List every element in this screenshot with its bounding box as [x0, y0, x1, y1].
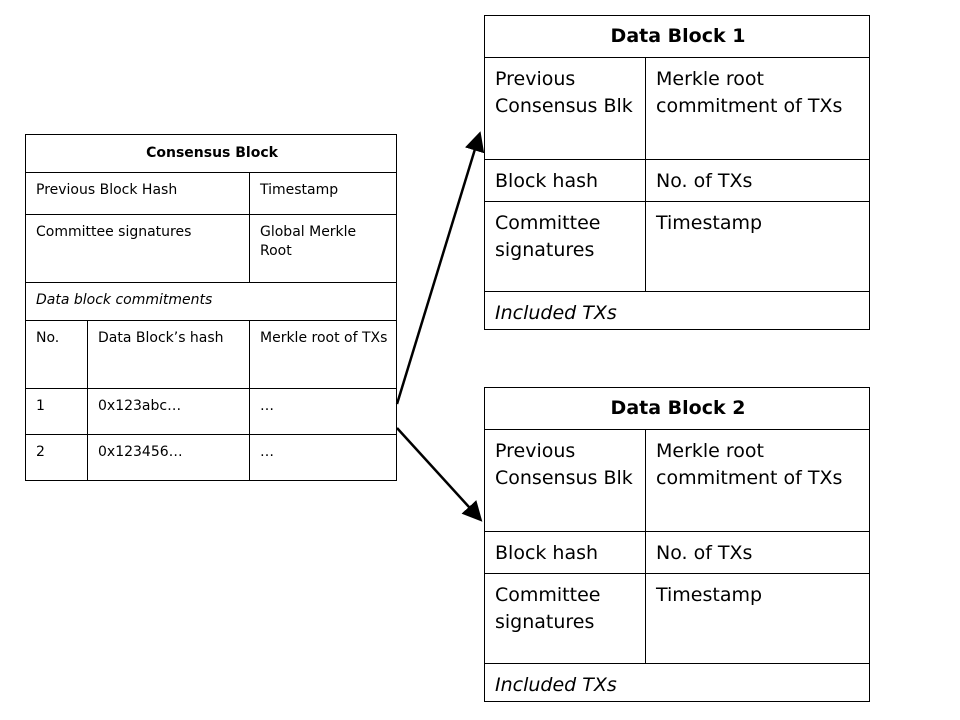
global-merkle-root-cell: Global Merkle Root [248, 214, 398, 283]
timestamp-cell: Timestamp [645, 573, 870, 664]
arrow-to-data-block-1 [395, 131, 485, 405]
included-txs-cell: Included TXs [484, 291, 870, 330]
row-hash: 0x123456… [87, 434, 250, 481]
block-hash-cell: Block hash [484, 159, 646, 202]
merkle-root-cell: Merkle root commitment of TXs [645, 429, 870, 532]
consensus-block-table: Consensus Block Previous Block Hash Time… [24, 134, 398, 481]
merkle-root-cell: Merkle root commitment of TXs [645, 57, 870, 160]
row-merkle: … [248, 434, 398, 481]
previous-consensus-cell: Previous Consensus Blk [484, 57, 646, 160]
data-block-1-table: Data Block 1 Previous Consensus Blk Merk… [484, 15, 870, 330]
row-no: 2 [25, 434, 88, 481]
data-block-2-table: Data Block 2 Previous Consensus Blk Merk… [484, 387, 870, 702]
row-merkle: … [248, 388, 398, 435]
timestamp-cell: Timestamp [645, 201, 870, 292]
table-row: 2 0x123456… … [25, 434, 398, 481]
num-txs-cell: No. of TXs [645, 159, 870, 202]
header-no: No. [25, 320, 88, 389]
arrow-to-data-block-2 [396, 427, 483, 522]
consensus-block-title: Consensus Block [24, 134, 398, 173]
included-txs-cell: Included TXs [484, 663, 870, 702]
data-block-title: Data Block 2 [484, 387, 870, 430]
table-row: 1 0x123abc… … [25, 388, 398, 435]
committee-signatures-cell: Committee signatures [25, 214, 250, 283]
header-data-block-hash: Data Block’s hash [87, 320, 250, 389]
previous-block-hash-cell: Previous Block Hash [25, 172, 250, 215]
committee-signatures-cell: Committee signatures [484, 573, 646, 664]
block-hash-cell: Block hash [484, 531, 646, 574]
num-txs-cell: No. of TXs [645, 531, 870, 574]
data-block-title: Data Block 1 [484, 15, 870, 58]
